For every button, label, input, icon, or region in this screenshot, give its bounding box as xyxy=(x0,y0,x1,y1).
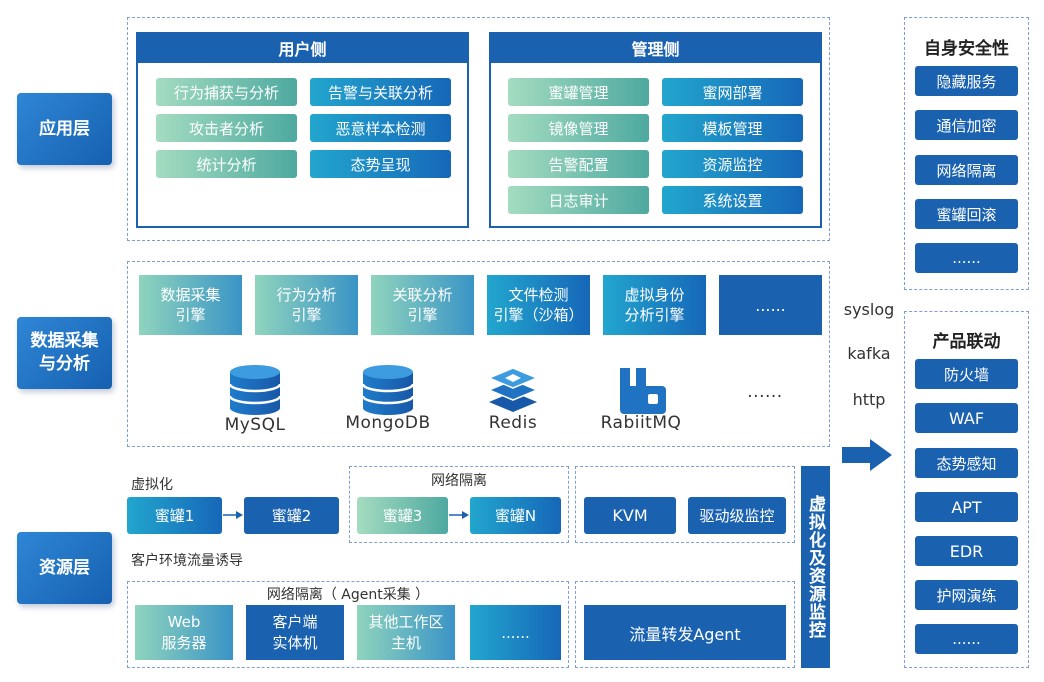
arrow-right-icon xyxy=(449,511,469,519)
admin-item-resource-monitor: 资源监控 xyxy=(662,150,803,178)
agent-isolation-region xyxy=(127,581,569,668)
mongodb-database-icon xyxy=(361,365,415,415)
big-arrow-right-icon xyxy=(842,439,892,471)
traffic-guide-label: 客户环境流量诱导 xyxy=(131,553,243,569)
layer-label-resource: 资源层 xyxy=(17,532,112,604)
kvm-region xyxy=(575,466,795,543)
admin-item-honeynet-deploy: 蜜网部署 xyxy=(662,78,803,106)
engine-behavior-analysis: 行为分析 引擎 xyxy=(255,275,358,335)
traffic-agent-region xyxy=(575,581,795,668)
protocol-syslog: syslog xyxy=(843,300,895,319)
agent-isolation-label: 网络隔离（ Agent采集 ） xyxy=(266,587,430,603)
honeypot-2: 蜜罐2 xyxy=(244,497,339,534)
mysql-database-icon xyxy=(228,365,282,415)
db-label-mysql: MySQL xyxy=(224,415,286,435)
layer-label-resource-text: 资源层 xyxy=(39,557,90,578)
user-item-attacker-analysis: 攻击者分析 xyxy=(156,114,297,142)
engine-more: ...... xyxy=(719,275,822,335)
client-entity-box: 客户端 实体机 xyxy=(246,605,344,660)
user-item-malware-detection: 恶意样本检测 xyxy=(310,114,451,142)
security-item-encryption: 通信加密 xyxy=(915,110,1018,140)
layer-label-application-text: 应用层 xyxy=(39,118,90,139)
data-layer-region xyxy=(127,261,830,447)
resource-more-box: ...... xyxy=(470,605,561,660)
admin-item-alarm-config: 告警配置 xyxy=(508,150,649,178)
linkage-item-hw-drill: 护网演练 xyxy=(915,580,1018,610)
security-item-network-isolation: 网络隔离 xyxy=(915,155,1018,185)
user-item-behavior-capture: 行为捕获与分析 xyxy=(156,78,297,106)
db-label-mongodb: MongoDB xyxy=(345,413,431,433)
arrow-right-icon xyxy=(223,511,243,519)
security-item-hidden-service: 隐藏服务 xyxy=(915,66,1018,96)
honeypot-1: 蜜罐1 xyxy=(127,497,222,534)
layer-label-data: 数据采集 与分析 xyxy=(17,317,112,389)
admin-item-log-audit: 日志审计 xyxy=(508,186,649,214)
honeypot-3: 蜜罐3 xyxy=(357,497,448,534)
linkage-item-more: ...... xyxy=(915,624,1018,654)
layer-label-application: 应用层 xyxy=(17,93,112,165)
admin-item-template-management: 模板管理 xyxy=(662,114,803,142)
linkage-item-apt: APT xyxy=(915,492,1018,522)
traffic-agent-box: 流量转发Agent xyxy=(584,605,786,660)
admin-item-image-management: 镜像管理 xyxy=(508,114,649,142)
security-item-honeypot-rollback: 蜜罐回滚 xyxy=(915,199,1018,229)
admin-item-honeypot-management: 蜜罐管理 xyxy=(508,78,649,106)
linkage-item-waf: WAF xyxy=(915,403,1018,433)
admin-item-system-settings: 系统设置 xyxy=(662,186,803,214)
engine-data-collection: 数据采集 引擎 xyxy=(139,275,242,335)
application-layer-region xyxy=(127,17,830,241)
virtualization-monitor-text: 虚拟化及资源监控 xyxy=(805,495,825,639)
virtualization-label: 虚拟化 xyxy=(131,477,173,493)
user-item-situation-display: 态势呈现 xyxy=(310,150,451,178)
kvm-box: KVM xyxy=(584,497,676,534)
self-security-title: 自身安全性 xyxy=(924,39,1009,59)
virtualization-monitor-bar: 虚拟化及资源监控 xyxy=(801,466,830,668)
db-label-more: ...... xyxy=(747,382,783,402)
driver-monitor-box: 驱动级监控 xyxy=(688,497,786,534)
user-side-title: 用户侧 xyxy=(137,32,468,63)
admin-side-title: 管理侧 xyxy=(490,32,821,63)
redis-stack-icon xyxy=(487,367,539,412)
linkage-item-firewall: 防火墙 xyxy=(915,359,1018,389)
security-item-more: ...... xyxy=(915,243,1018,273)
net-isolation-label: 网络隔离 xyxy=(431,473,487,489)
db-label-rabbitmq: RabiitMQ xyxy=(600,413,682,433)
engine-file-detection: 文件检测 引擎（沙箱） xyxy=(487,275,590,335)
db-label-redis: Redis xyxy=(488,413,538,433)
protocol-kafka: kafka xyxy=(847,344,891,363)
honeypot-n: 蜜罐N xyxy=(470,497,561,534)
product-linkage-region xyxy=(904,311,1029,668)
linkage-item-edr: EDR xyxy=(915,536,1018,566)
engine-correlation-analysis: 关联分析 引擎 xyxy=(371,275,474,335)
protocol-http: http xyxy=(852,390,886,409)
user-item-statistics: 统计分析 xyxy=(156,150,297,178)
rabbitmq-icon xyxy=(620,368,666,414)
self-security-region xyxy=(904,17,1029,290)
engine-virtual-identity: 虚拟身份 分析引擎 xyxy=(603,275,706,335)
net-isolation-region xyxy=(349,466,569,543)
user-item-alarm-correlation: 告警与关联分析 xyxy=(310,78,451,106)
layer-label-data-text: 数据采集 与分析 xyxy=(30,331,99,374)
web-server-box: Web 服务器 xyxy=(135,605,233,660)
other-host-box: 其他工作区 主机 xyxy=(357,605,455,660)
linkage-item-situation-awareness: 态势感知 xyxy=(915,448,1018,478)
product-linkage-title: 产品联动 xyxy=(932,332,1001,352)
